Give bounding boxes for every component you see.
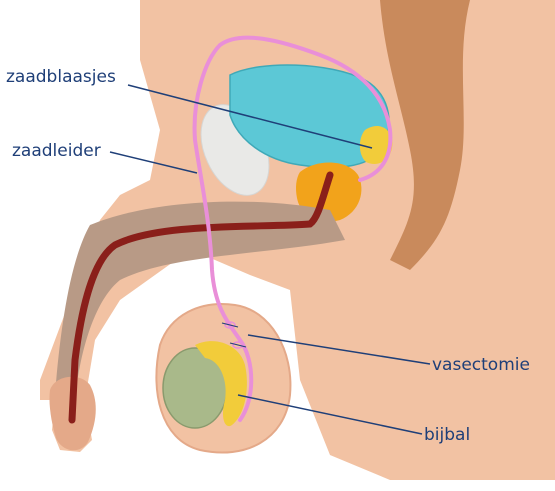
label-zaadblaasjes: zaadblaasjes: [6, 67, 116, 87]
label-bijbal: bijbal: [424, 425, 470, 445]
label-zaadleider: zaadleider: [12, 141, 101, 161]
label-vasectomie: vasectomie: [432, 355, 530, 375]
